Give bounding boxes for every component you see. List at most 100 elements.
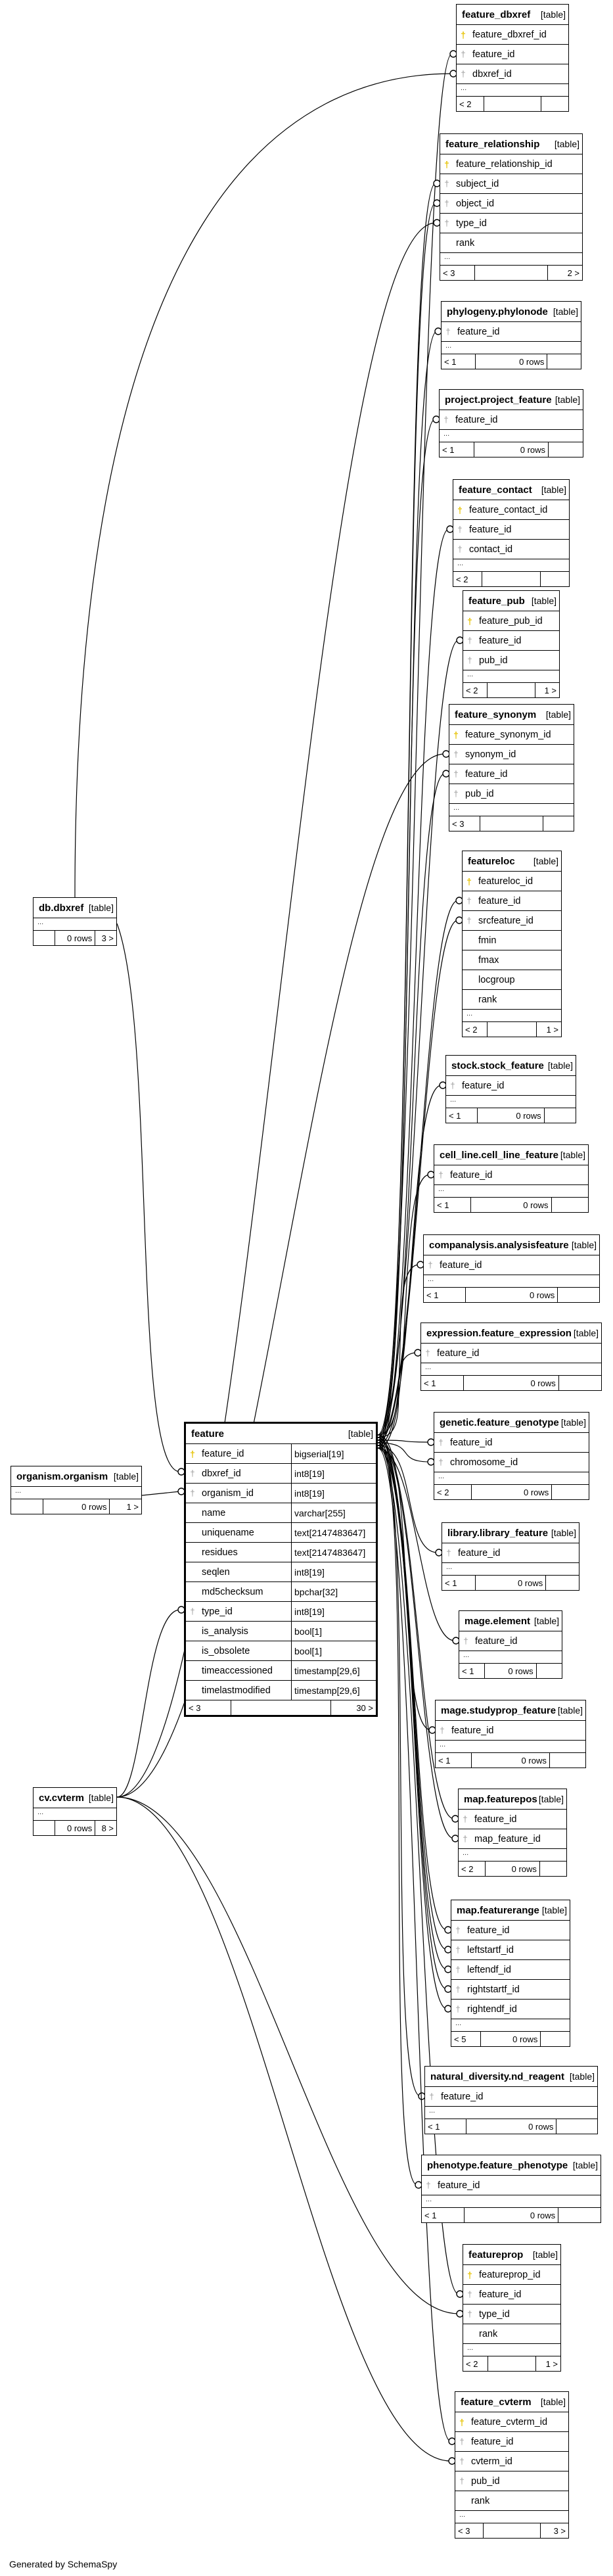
table-nd-reagent[interactable]: natural_diversity.nd_reagent[table]†feat…	[424, 2066, 598, 2134]
column-row[interactable]: †pub_id	[463, 651, 559, 670]
table-feature-cvterm[interactable]: feature_cvterm[table]†feature_cvterm_id†…	[455, 2391, 569, 2539]
column-row[interactable]: †type_id	[463, 2305, 560, 2324]
table-name[interactable]: mage.studyprop_feature	[441, 1704, 556, 1716]
column-row[interactable]: †feature_id	[425, 2087, 597, 2107]
column-row[interactable]: †synonym_id	[449, 745, 574, 764]
row-count[interactable]	[488, 1022, 537, 1037]
table-project-feature[interactable]: project.project_feature[table]†feature_i…	[439, 389, 583, 457]
parents-count[interactable]: < 3	[186, 1700, 231, 1715]
children-count[interactable]: 3 >	[101, 933, 114, 943]
table-feature-contact[interactable]: feature_contact[table]†feature_contact_i…	[453, 479, 570, 587]
row-count[interactable]	[484, 2523, 541, 2538]
children-count[interactable]	[541, 2032, 570, 2046]
children-count[interactable]	[540, 1862, 566, 1876]
table-feature-dbxref[interactable]: feature_dbxref[table]†feature_dbxref_id†…	[456, 4, 569, 112]
column-row[interactable]: †feature_id	[434, 1433, 589, 1453]
children-count[interactable]	[545, 1108, 576, 1123]
column-row[interactable]: †feature_relationship_id	[440, 154, 582, 174]
column-row[interactable]: rank	[463, 2324, 560, 2344]
column-row[interactable]: †feature_id	[422, 2176, 601, 2195]
table-name[interactable]: cell_line.cell_line_feature	[440, 1149, 558, 1161]
parents-count[interactable]: < 2	[434, 1485, 472, 1499]
table-name[interactable]: project.project_feature	[445, 394, 552, 406]
table-name[interactable]: feature_pub	[468, 595, 525, 607]
column-row[interactable]: †featureloc_id	[463, 872, 561, 891]
column-row[interactable]: †object_id	[440, 194, 582, 214]
table-name[interactable]: natural_diversity.nd_reagent	[430, 2071, 564, 2082]
children-count[interactable]: 1 >	[544, 685, 556, 695]
parents-count[interactable]: < 1	[434, 1198, 472, 1212]
parents-count[interactable]: < 1	[424, 1288, 466, 1302]
parents-count[interactable]: < 3	[440, 266, 475, 280]
parents-count[interactable]: < 1	[436, 1753, 472, 1768]
table-name[interactable]: feature_contact	[459, 484, 532, 496]
children-count[interactable]	[541, 572, 569, 586]
column-row[interactable]: †map_feature_id	[459, 1829, 566, 1849]
parents-count[interactable]: < 1	[422, 2208, 465, 2222]
row-count[interactable]: 0 rows	[478, 1108, 545, 1123]
table-name[interactable]: library.library_feature	[447, 1527, 549, 1539]
table-name[interactable]: feature_dbxref	[462, 9, 531, 20]
row-count[interactable]: 0 rows	[471, 1198, 552, 1212]
table-analysisfeature[interactable]: companalysis.analysisfeature[table]†feat…	[423, 1234, 600, 1303]
row-count[interactable]: 0 rows	[472, 1753, 550, 1768]
parents-count[interactable]: < 3	[455, 2523, 484, 2538]
column-row[interactable]: †feature_id	[459, 1631, 562, 1651]
row-count[interactable]: 0 rows	[476, 354, 548, 369]
column-row[interactable]: †leftendf_id	[451, 1960, 570, 1980]
children-count[interactable]	[552, 1485, 589, 1499]
column-row[interactable]: †feature_id	[453, 520, 569, 540]
column-row[interactable]: †feature_id	[463, 891, 561, 911]
parents-count[interactable]: < 2	[453, 572, 482, 586]
children-count[interactable]	[541, 97, 568, 111]
parents-count[interactable]: < 2	[457, 97, 485, 111]
row-count[interactable]: 0 rows	[55, 931, 96, 945]
table-stock-feature[interactable]: stock.stock_feature[table]†feature_id...…	[445, 1055, 576, 1123]
table-name[interactable]: phylogeny.phylonode	[447, 306, 548, 317]
table-name[interactable]: mage.element	[465, 1615, 531, 1627]
row-count[interactable]: 0 rows	[465, 2208, 559, 2222]
column-row[interactable]: †feature_synonym_id	[449, 725, 574, 745]
column-row[interactable]: †feature_dbxref_id	[457, 25, 568, 45]
column-row[interactable]: rank	[455, 2491, 568, 2511]
parents-count[interactable]: < 1	[459, 1664, 486, 1678]
parents-count[interactable]: < 1	[440, 442, 474, 457]
column-row[interactable]: †feature_id	[455, 2432, 568, 2452]
table-library-feature[interactable]: library.library_feature[table]†feature_i…	[442, 1522, 579, 1591]
table-featureprop[interactable]: featureprop[table]†featureprop_id†featur…	[463, 2244, 561, 2372]
column-row[interactable]: †feature_pub_id	[463, 611, 559, 631]
table-name[interactable]: db.dbxref	[39, 902, 84, 914]
table-featureloc[interactable]: featureloc[table]†featureloc_id†feature_…	[462, 851, 562, 1037]
table-name[interactable]: organism.organism	[16, 1470, 108, 1482]
column-row[interactable]: †feature_id	[451, 1921, 570, 1940]
column-row[interactable]: †type_id	[440, 214, 582, 233]
row-count[interactable]	[482, 572, 541, 586]
column-row[interactable]: †feature_id	[457, 45, 568, 64]
children-count[interactable]: 1 >	[546, 1024, 558, 1035]
table-cell-line-feature[interactable]: cell_line.cell_line_feature[table]†featu…	[434, 1144, 589, 1213]
parents-count[interactable]	[34, 1821, 55, 1835]
children-count[interactable]: 3 >	[553, 2525, 566, 2536]
parents-count[interactable]: < 2	[463, 2356, 488, 2371]
table-name[interactable]: feature_cvterm	[461, 2396, 532, 2408]
column-row[interactable]: †dbxref_id	[457, 64, 568, 84]
column-row[interactable]: fmax	[463, 950, 561, 970]
row-count[interactable]: 0 rows	[474, 442, 549, 457]
parents-count[interactable]: < 1	[446, 1108, 478, 1123]
table-name[interactable]: feature	[191, 1428, 225, 1440]
row-count[interactable]: 0 rows	[43, 1499, 110, 1514]
column-row[interactable]: †chromosome_id	[434, 1453, 589, 1472]
children-count[interactable]	[550, 1753, 585, 1768]
column-row[interactable]: †feature_id	[434, 1165, 588, 1185]
